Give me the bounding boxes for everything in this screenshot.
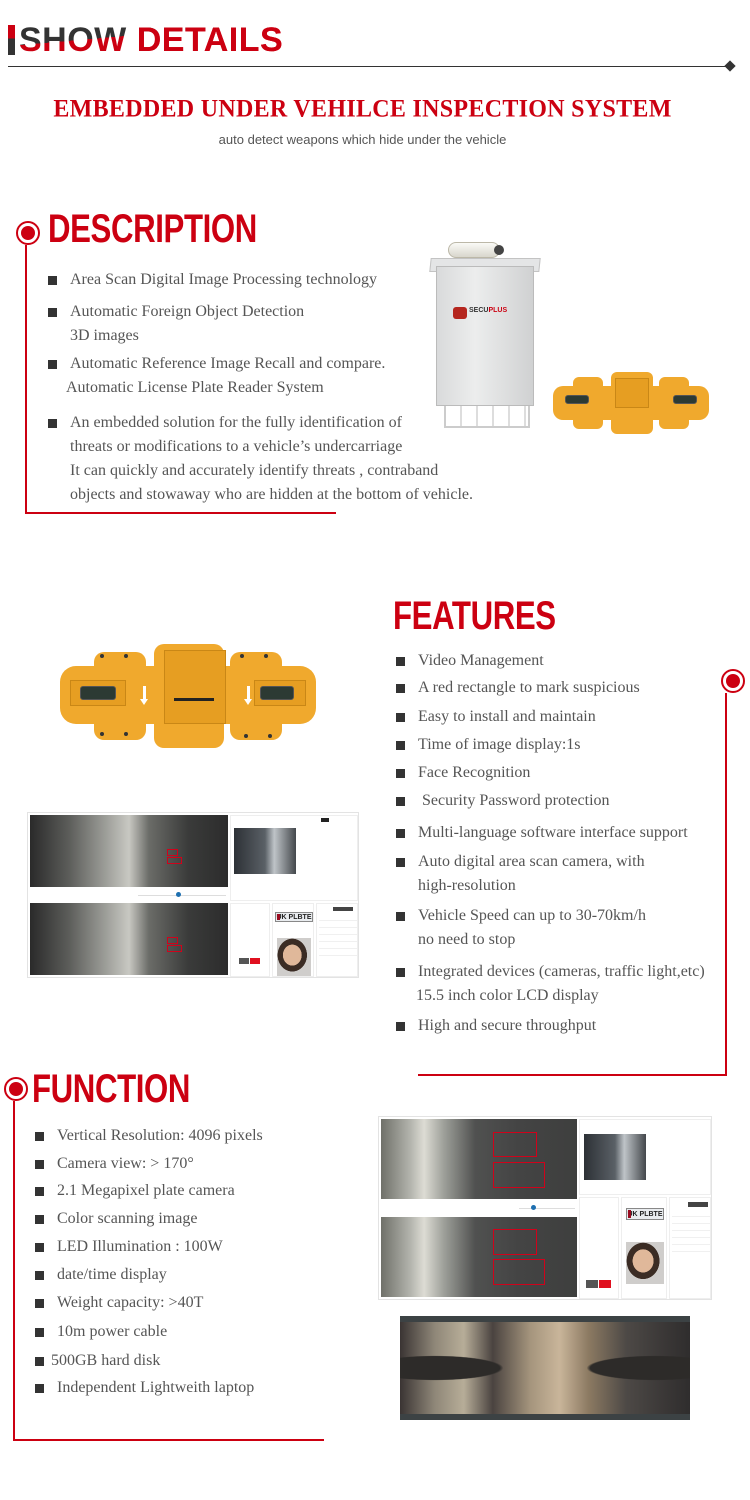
list-item: Independent Lightweith laptop (35, 1376, 254, 1400)
section-frame-left (13, 1101, 15, 1441)
section-marker-icon (4, 1077, 28, 1101)
playback-slider[interactable] (519, 1208, 575, 1209)
info-panel (230, 903, 270, 977)
list-item: A red rectangle to mark suspicious (396, 676, 640, 700)
driver-camera-image (584, 1134, 646, 1180)
list-item: LED Illumination : 100W (35, 1235, 223, 1259)
inspection-software-screenshot: UK PLBTE (378, 1116, 712, 1300)
brand-logo-icon (453, 307, 467, 319)
title-suffix: DETAILS (136, 21, 284, 59)
slider-knob[interactable] (531, 1205, 536, 1210)
brand-logo-text: SECUPLUS (469, 307, 508, 314)
license-plate-image: UK PLBTE (275, 912, 313, 922)
list-item: Face Recognition (396, 761, 530, 785)
show-details-text: SHOW DETAILS (19, 20, 283, 60)
list-item: Vertical Resolution: 4096 pixels (35, 1124, 263, 1148)
pass-button[interactable] (239, 958, 249, 964)
list-item: Camera view: > 170° (35, 1152, 194, 1176)
section-frame-bottom (418, 1074, 727, 1076)
camera-panel (579, 1119, 711, 1195)
list-item: date/time display (35, 1263, 167, 1287)
list-item: Color scanning image (35, 1207, 197, 1231)
list-item: Multi-language software interface suppor… (396, 821, 688, 845)
reject-button[interactable] (599, 1280, 611, 1288)
list-item: Easy to install and maintain (396, 705, 596, 729)
list-item: Automatic Reference Image Recall and com… (48, 352, 385, 400)
inspection-software-screenshot: UK PLBTE (27, 812, 359, 978)
section-marker-icon (16, 221, 40, 245)
pass-button[interactable] (586, 1280, 598, 1288)
stats-panel (669, 1197, 711, 1299)
plate-face-panel: UK PLBTE (272, 903, 314, 977)
undercarriage-scan-image (381, 1119, 577, 1199)
section-marker-icon (721, 669, 745, 693)
arrow-down-icon (140, 686, 148, 705)
plate-face-panel: UK PLBTE (621, 1197, 667, 1299)
arrow-down-icon (244, 686, 252, 705)
list-item: 10m power cable (35, 1320, 167, 1344)
show-details-title: SHOW DETAILS (8, 20, 283, 60)
list-item: Integrated devices (cameras, traffic lig… (396, 960, 705, 1008)
list-item: 500GB hard disk (35, 1349, 160, 1373)
list-item: 2.1 Megapixel plate camera (35, 1179, 235, 1203)
list-item: Area Scan Digital Image Processing techn… (48, 268, 377, 292)
vehicle-undercarriage-image (400, 1316, 690, 1420)
list-item: Weight capacity: >40T (35, 1291, 203, 1315)
list-item: An embedded solution for the fully ident… (48, 411, 473, 507)
header-divider (8, 66, 728, 67)
reject-button[interactable] (250, 958, 260, 964)
suspicious-marker (493, 1132, 537, 1157)
list-item: Video Management (396, 649, 544, 673)
license-plate-image: UK PLBTE (626, 1208, 664, 1220)
suspicious-marker (167, 857, 182, 864)
stats-panel (316, 903, 358, 977)
title-prefix: SHOW (19, 21, 127, 59)
camera-image (448, 242, 500, 258)
info-panel (579, 1197, 619, 1299)
list-item: Time of image display:1s (396, 733, 581, 757)
driver-camera-image (234, 828, 296, 874)
camera-panel (230, 815, 358, 901)
page-subtitle: auto detect weapons which hide under the… (218, 132, 507, 147)
inspection-cabinet-image: SECUPLUS (429, 236, 550, 436)
driver-face-image (277, 938, 311, 976)
suspicious-marker (493, 1162, 545, 1188)
page-title: EMBEDDED UNDER VEHILCE INSPECTION SYSTEM (53, 95, 672, 123)
playback-slider[interactable] (138, 895, 226, 896)
scanner-plate-image-small (553, 372, 709, 434)
function-heading: FUNCTION (32, 1067, 191, 1111)
features-heading: FEATURES (393, 594, 556, 638)
section-frame-right (725, 693, 727, 1076)
section-frame-bottom (25, 512, 336, 514)
slider-knob[interactable] (176, 892, 181, 897)
diamond-icon (724, 60, 736, 72)
title-accent-bar (8, 25, 15, 55)
scanner-plate-image (60, 644, 316, 748)
undercarriage-scan-image (30, 815, 228, 887)
list-item: Security Password protection (396, 789, 610, 813)
driver-face-image (626, 1242, 664, 1284)
undercarriage-reference-image (30, 903, 228, 975)
section-frame-left (25, 245, 27, 514)
suspicious-marker (167, 849, 178, 856)
list-item: High and secure throughput (396, 1014, 596, 1038)
undercarriage-reference-image (381, 1217, 577, 1297)
description-heading: DESCRIPTION (48, 207, 257, 251)
section-frame-bottom (13, 1439, 324, 1441)
